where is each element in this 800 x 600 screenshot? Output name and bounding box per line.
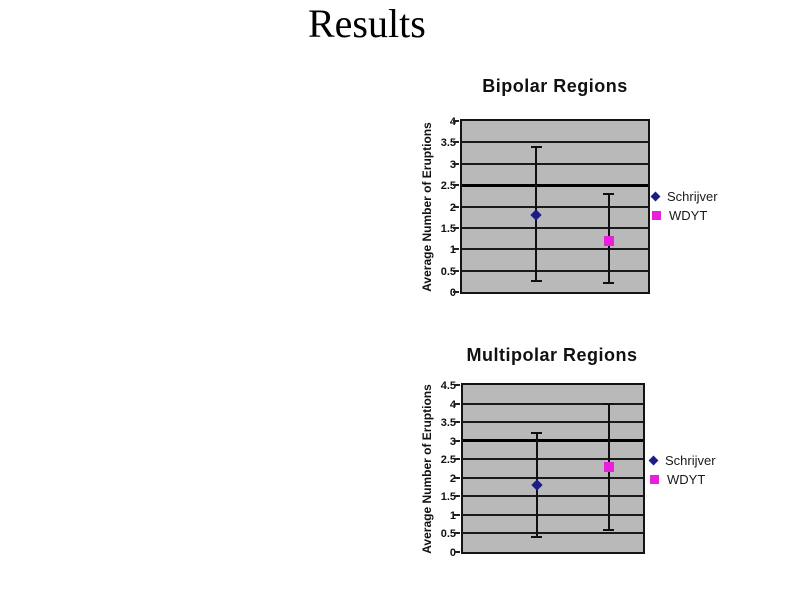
legend-label: Schrijver	[667, 189, 718, 204]
y-tick-label: 1.5	[440, 491, 456, 504]
error-bar-cap	[531, 432, 543, 435]
legend-item-wdyt: WDYT	[650, 472, 716, 487]
gridline	[463, 532, 643, 535]
plot-area	[453, 119, 650, 294]
gridline	[462, 205, 648, 208]
y-axis-ticks: 0 0.5 1 1.5 2 2.5 3 3.5 4	[410, 116, 456, 299]
y-tick-mark	[454, 384, 460, 386]
legend-label: WDYT	[667, 472, 706, 487]
y-tick-label: 3	[449, 435, 456, 448]
gridline	[462, 162, 648, 165]
y-tick-label: 2.5	[440, 454, 456, 467]
y-tick-label: 4	[449, 398, 456, 411]
square-icon	[652, 211, 661, 220]
y-tick-mark	[453, 226, 459, 229]
gridline	[462, 226, 648, 229]
y-tick-mark	[453, 141, 459, 144]
gridline	[463, 458, 643, 461]
y-tick-mark	[454, 421, 460, 424]
gridline	[462, 183, 648, 187]
legend-item-schrijver: Schrijver	[648, 453, 716, 468]
y-tick-mark	[454, 439, 460, 442]
error-bar-cap	[603, 402, 615, 405]
y-tick-label: 2.5	[440, 180, 456, 193]
diamond-marker	[531, 479, 543, 491]
y-tick-label: 3.5	[440, 417, 456, 430]
y-tick-label: 0	[449, 287, 456, 299]
error-bar-cap	[530, 280, 542, 283]
chart-multipolar-regions: Multipolar Regions Average Number of Eru…	[410, 340, 800, 595]
gridline	[462, 248, 648, 251]
y-tick-mark	[454, 402, 460, 405]
diamond-marker	[530, 209, 543, 221]
y-axis-ticks: 0 0.5 1 1.5 2 2.5 3 3.5 4 4.5	[410, 380, 456, 559]
diamond-icon	[650, 191, 661, 202]
legend: Schrijver WDYT	[648, 453, 716, 487]
y-tick-mark	[453, 269, 459, 272]
y-tick-label: 1.5	[440, 222, 456, 235]
y-tick-label: 1	[449, 509, 456, 522]
error-bar-cap	[531, 536, 543, 539]
gridline	[462, 269, 648, 272]
error-bar-cap	[530, 145, 542, 148]
y-tick-mark	[453, 248, 459, 251]
y-tick-mark	[454, 532, 460, 535]
y-tick-label: 0.5	[440, 528, 456, 541]
y-tick-label: 2	[449, 201, 456, 214]
y-tick-label: 2	[449, 472, 456, 485]
square-icon	[650, 475, 659, 484]
error-bar-cap	[603, 192, 615, 195]
y-tick-label: 1	[449, 244, 456, 257]
chart-bipolar-regions: Bipolar Regions Average Number of Erupti…	[410, 70, 800, 325]
y-tick-label: 4	[449, 116, 456, 128]
y-tick-mark	[454, 495, 460, 498]
square-marker	[603, 235, 614, 246]
y-tick-label: 4.5	[440, 380, 456, 392]
legend-label: Schrijver	[665, 453, 716, 468]
gridline	[463, 476, 643, 479]
chart-title: Multipolar Regions	[466, 345, 638, 365]
legend-item-schrijver: Schrijver	[650, 189, 718, 204]
y-tick-mark	[453, 291, 459, 293]
gridline	[463, 495, 643, 498]
y-tick-mark	[454, 551, 460, 553]
gridline	[462, 141, 648, 144]
gridline	[463, 513, 643, 516]
slide-title: Results	[308, 1, 426, 46]
legend-label: WDYT	[669, 208, 708, 223]
y-tick-label: 0.5	[440, 265, 456, 278]
gridline	[463, 421, 643, 424]
y-tick-mark	[453, 120, 459, 122]
y-tick-label: 0	[449, 547, 456, 559]
y-tick-mark	[454, 458, 460, 461]
plot-area	[454, 383, 645, 554]
y-tick-mark	[453, 162, 459, 165]
gridline	[463, 439, 643, 443]
y-tick-mark	[454, 476, 460, 479]
diamond-icon	[648, 455, 659, 466]
error-bar-cap	[603, 282, 615, 285]
legend: Schrijver WDYT	[650, 189, 718, 223]
y-tick-mark	[453, 184, 459, 187]
y-tick-mark	[454, 513, 460, 516]
legend-item-wdyt: WDYT	[652, 208, 718, 223]
gridline	[463, 402, 643, 405]
y-tick-label: 3	[449, 158, 456, 171]
square-marker	[603, 461, 614, 472]
chart-title: Bipolar Regions	[482, 76, 628, 96]
y-tick-mark	[453, 205, 459, 208]
y-tick-label: 3.5	[440, 137, 456, 150]
error-bar-cap	[603, 529, 615, 532]
